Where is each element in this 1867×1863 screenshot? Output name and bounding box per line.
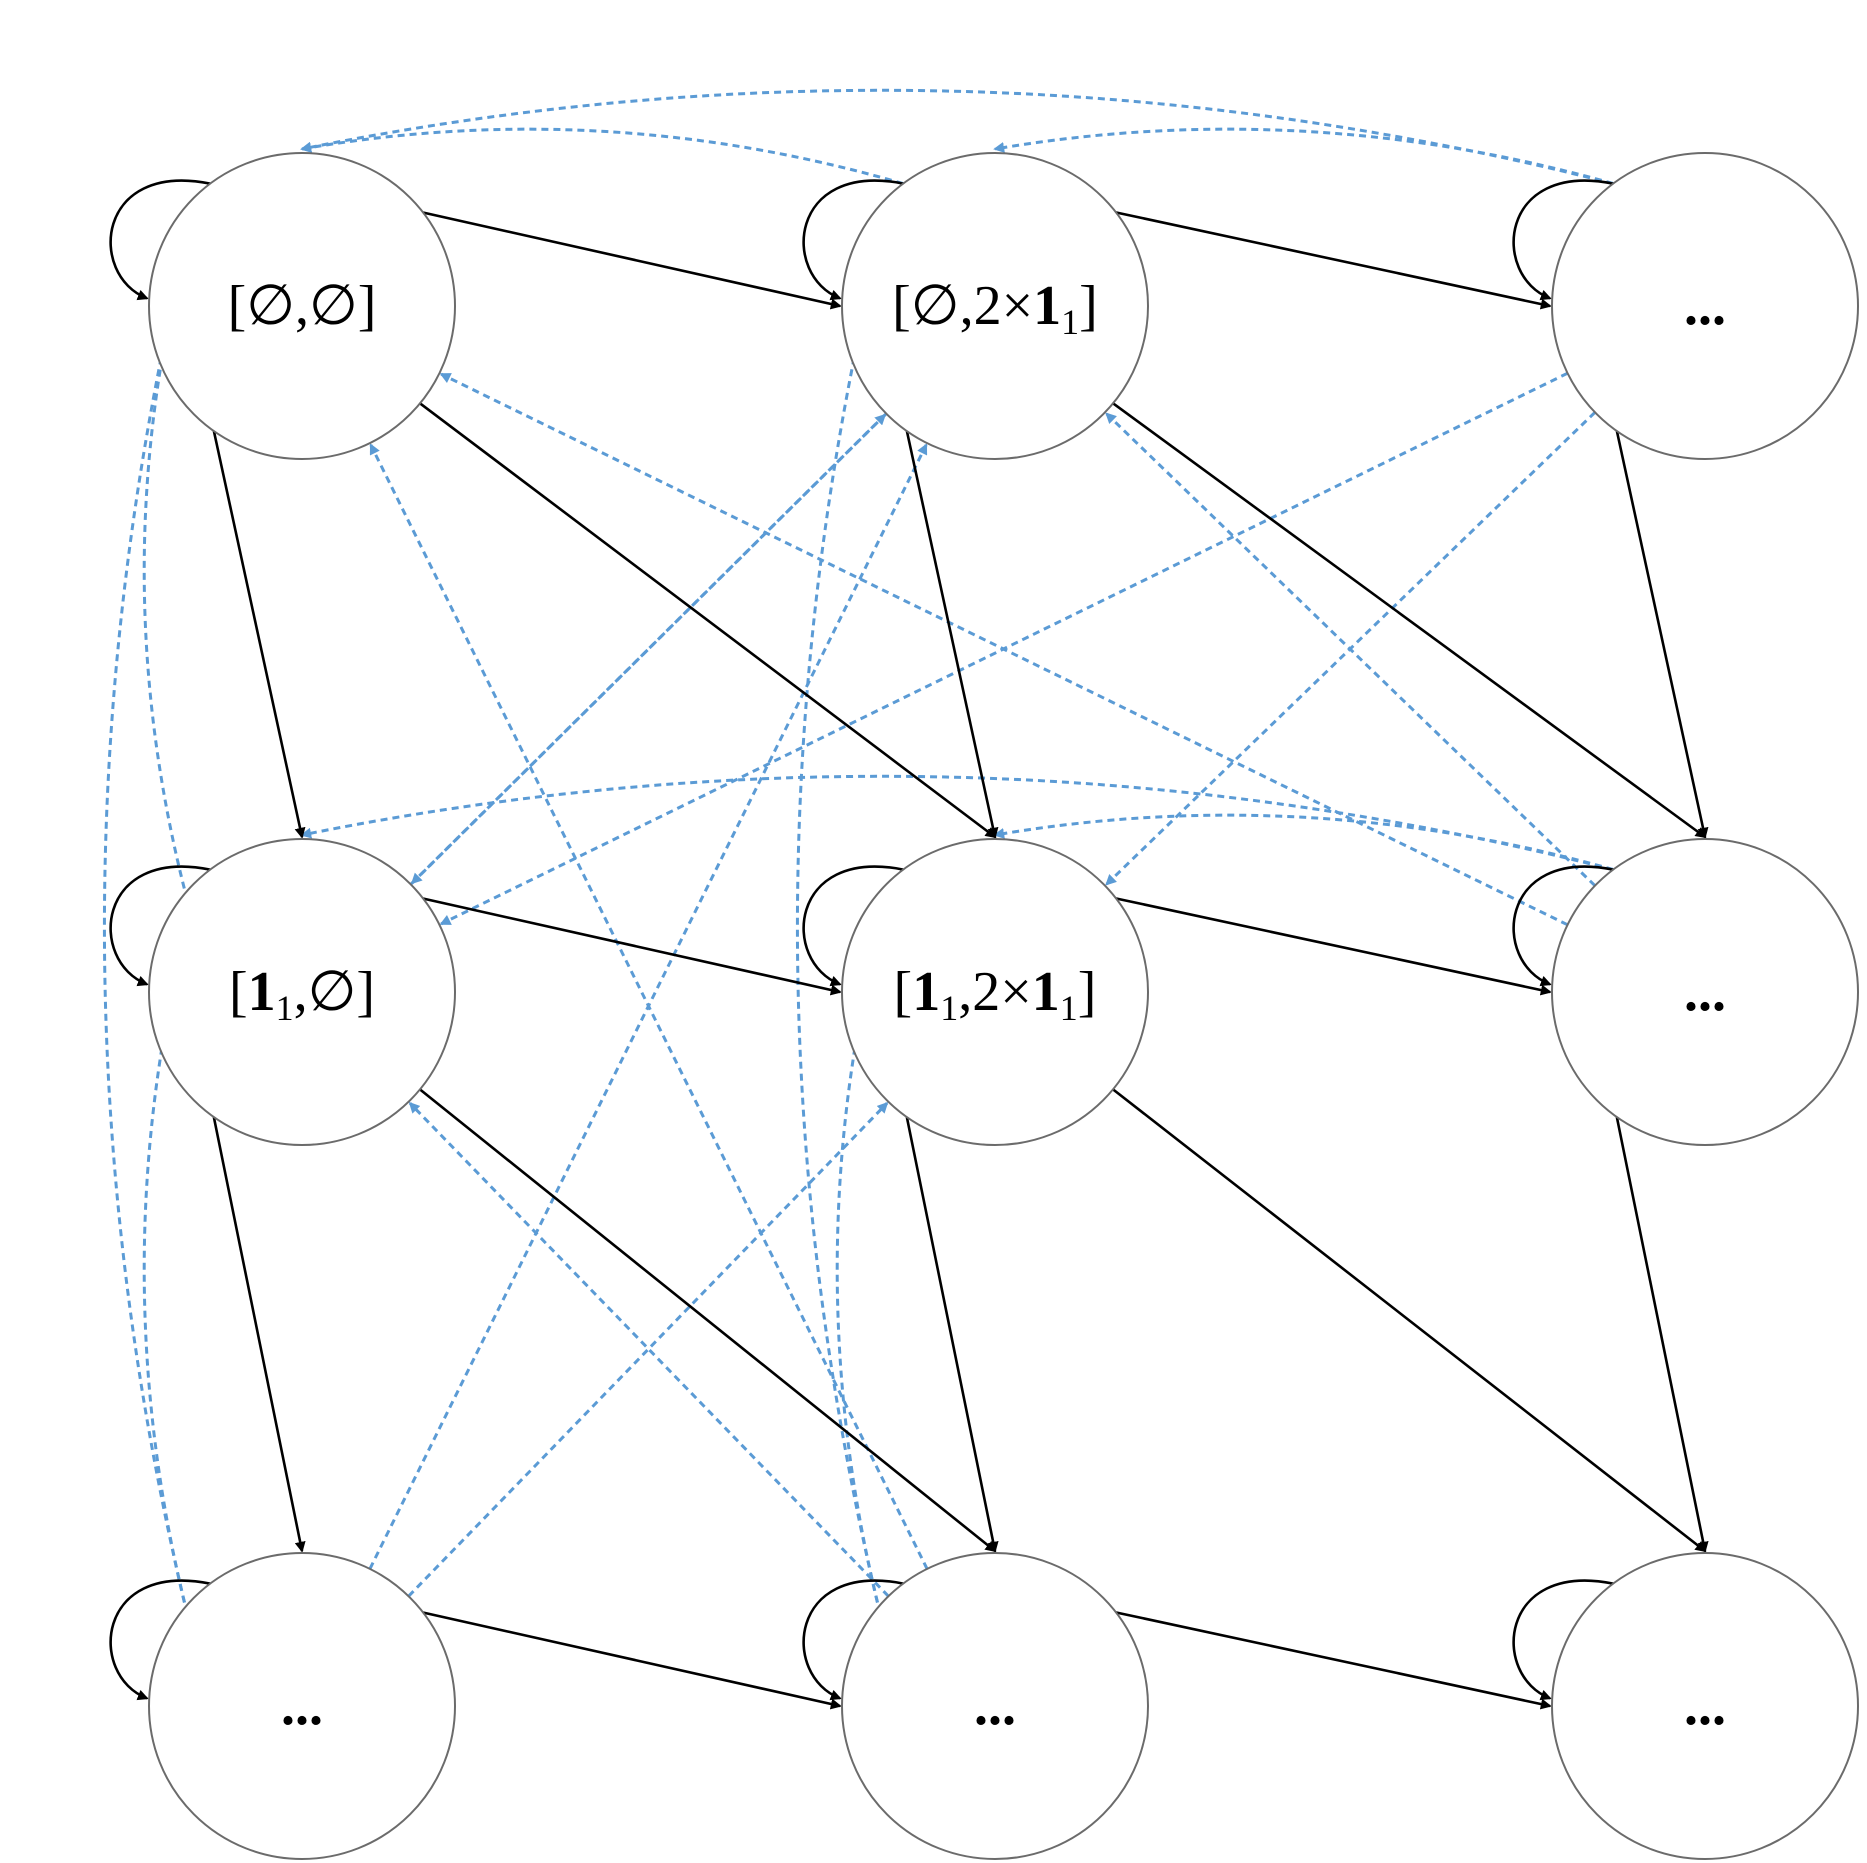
node-label-part: [∅,∅] xyxy=(228,275,377,337)
state-node-n11: [11,2×11] xyxy=(841,838,1149,1146)
solid-edge-n01-to-n12 xyxy=(1109,399,1707,839)
node-label-part: ... xyxy=(1684,275,1726,337)
node-label: ... xyxy=(281,1675,323,1737)
self-loop-n21 xyxy=(802,1579,904,1701)
node-label-part: 1 xyxy=(940,988,958,1028)
node-circle xyxy=(1551,838,1859,1146)
solid-edge-n21-to-n22 xyxy=(1109,1609,1552,1710)
self-loop-n11 xyxy=(802,865,904,987)
node-label-part: ] xyxy=(1078,961,1097,1023)
node-label: ... xyxy=(1684,1675,1726,1737)
solid-edge-n11-to-n21 xyxy=(905,1114,999,1553)
solid-edge-n11-to-n12 xyxy=(1109,895,1552,996)
dashed-edge-n21-to-n10 xyxy=(408,1101,890,1598)
node-label-part: ... xyxy=(974,1675,1016,1737)
self-loop-n01 xyxy=(802,179,904,301)
node-circle xyxy=(148,1552,456,1860)
self-loop-n20 xyxy=(109,1579,211,1701)
dashed-edge-n01-to-n00 xyxy=(300,127,904,186)
dashed-edge-n12-to-n10 xyxy=(300,774,1614,872)
solid-edge-n11-to-n22 xyxy=(1109,1085,1707,1553)
state-node-n02: ... xyxy=(1551,152,1859,460)
node-label-part: 1 xyxy=(912,961,940,1023)
self-loop-n22 xyxy=(1512,1579,1614,1701)
state-node-n20: ... xyxy=(148,1552,456,1860)
dashed-edges xyxy=(102,88,1614,1615)
dashed-edge-n02-to-n10 xyxy=(439,371,1569,926)
node-circle xyxy=(148,152,456,460)
node-label-part: ... xyxy=(1684,1675,1726,1737)
node-label-part: 1 xyxy=(1032,961,1060,1023)
state-node-n22: ... xyxy=(1551,1552,1859,1860)
node-label-part: 1 xyxy=(1060,988,1078,1028)
node-label-part: 1 xyxy=(1061,302,1079,342)
node-label: [11,∅] xyxy=(229,961,375,1028)
dashed-edge-n20-to-n01 xyxy=(368,443,928,1570)
dashed-edge-n10-to-n00 xyxy=(142,304,189,901)
node-label: [∅,2×11] xyxy=(892,275,1098,342)
node-label-part: ... xyxy=(281,1675,323,1737)
dashed-edge-n02-to-n11 xyxy=(1105,411,1597,886)
self-loop-n02 xyxy=(1512,179,1614,301)
node-label-part: ... xyxy=(1684,961,1726,1023)
state-node-n01: [∅,2×11] xyxy=(841,152,1149,460)
solid-edge-n01-to-n02 xyxy=(1109,209,1552,310)
node-label-part: [∅,2× xyxy=(892,275,1033,337)
node-circle xyxy=(1551,1552,1859,1860)
solid-edge-n20-to-n21 xyxy=(416,1609,842,1710)
state-node-n21: ... xyxy=(841,1552,1149,1860)
dashed-edge-n20-to-n00 xyxy=(102,304,189,1615)
solid-edge-n00-to-n11 xyxy=(416,399,997,839)
dashed-edge-n21-to-n11 xyxy=(835,990,882,1615)
dashed-edge-n21-to-n01 xyxy=(795,304,882,1615)
state-node-n10: [11,∅] xyxy=(148,838,456,1146)
node-label-part: ,2× xyxy=(958,961,1032,1023)
node-circle xyxy=(148,838,456,1146)
solid-edge-n02-to-n12 xyxy=(1615,428,1709,839)
self-loop-n10 xyxy=(109,865,211,987)
solid-edge-n00-to-n10 xyxy=(212,428,306,839)
node-label: ... xyxy=(974,1675,1016,1737)
dashed-edge-n10-to-n01 xyxy=(409,413,887,886)
dashed-edge-n02-to-n00 xyxy=(300,88,1614,186)
solid-edge-n10-to-n20 xyxy=(212,1114,306,1553)
node-circle xyxy=(841,838,1149,1146)
solid-edge-n10-to-n21 xyxy=(415,1085,997,1553)
node-label: [11,2×11] xyxy=(894,961,1097,1028)
state-node-n12: ... xyxy=(1551,838,1859,1146)
solid-edge-n10-to-n11 xyxy=(416,895,842,996)
node-label-part: 1 xyxy=(248,961,276,1023)
node-label: ... xyxy=(1684,275,1726,337)
solid-edge-n00-to-n01 xyxy=(416,209,842,310)
solid-edge-n12-to-n22 xyxy=(1615,1114,1709,1553)
node-label-part: ] xyxy=(1079,275,1098,337)
node-label: [∅,∅] xyxy=(228,275,377,337)
node-circle xyxy=(1551,152,1859,460)
solid-edges xyxy=(109,179,1709,1710)
solid-edge-n01-to-n11 xyxy=(905,428,999,839)
state-nodes: [∅,∅][∅,2×11]...[11,∅][11,2×11].........… xyxy=(148,152,1859,1860)
node-label-part: [ xyxy=(894,961,913,1023)
node-circle xyxy=(841,1552,1149,1860)
state-node-n00: [∅,∅] xyxy=(148,152,456,460)
dashed-edge-n02-to-n01 xyxy=(993,127,1614,186)
node-label-part: 1 xyxy=(276,988,294,1028)
dashed-edge-n20-to-n10 xyxy=(142,990,189,1615)
node-circle xyxy=(841,152,1149,460)
node-label: ... xyxy=(1684,961,1726,1023)
self-loop-n12 xyxy=(1512,865,1614,987)
node-label-part: [ xyxy=(229,961,248,1023)
node-label-part: ,∅] xyxy=(294,961,375,1023)
self-loop-n00 xyxy=(109,179,211,301)
dashed-edge-n20-to-n11 xyxy=(407,1101,889,1598)
dashed-edge-n12-to-n11 xyxy=(993,813,1614,872)
node-label-part: 1 xyxy=(1033,275,1061,337)
